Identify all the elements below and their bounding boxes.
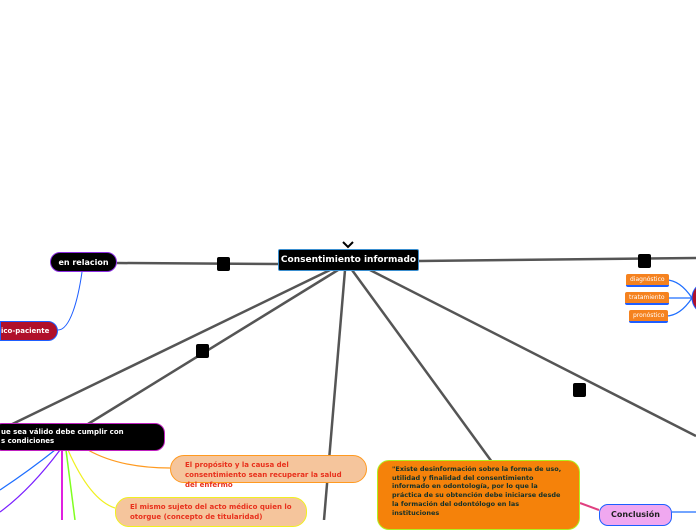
- tag-diagnostico[interactable]: diagnóstico: [626, 274, 669, 287]
- collapse-markers: [196, 254, 651, 397]
- tag-tratamiento[interactable]: tratamiento: [625, 292, 669, 305]
- node-medico-paciente[interactable]: ico-paciente: [0, 321, 58, 341]
- node-sujeto[interactable]: El mismo sujeto del acto médico quien lo…: [115, 497, 307, 527]
- central-node[interactable]: Consentimiento informado: [278, 249, 419, 271]
- tag-pronostico[interactable]: pronóstico: [629, 310, 669, 323]
- node-cita[interactable]: "Existe desinformación sobre la forma de…: [377, 460, 580, 530]
- node-proposito[interactable]: El propósito y la causa del consentimien…: [170, 455, 367, 489]
- node-condiciones[interactable]: ue sea válido debe cumplir con s condici…: [0, 423, 165, 451]
- node-conclusion[interactable]: Conclusión: [599, 504, 672, 526]
- node-en-relacion[interactable]: en relacion: [50, 252, 117, 272]
